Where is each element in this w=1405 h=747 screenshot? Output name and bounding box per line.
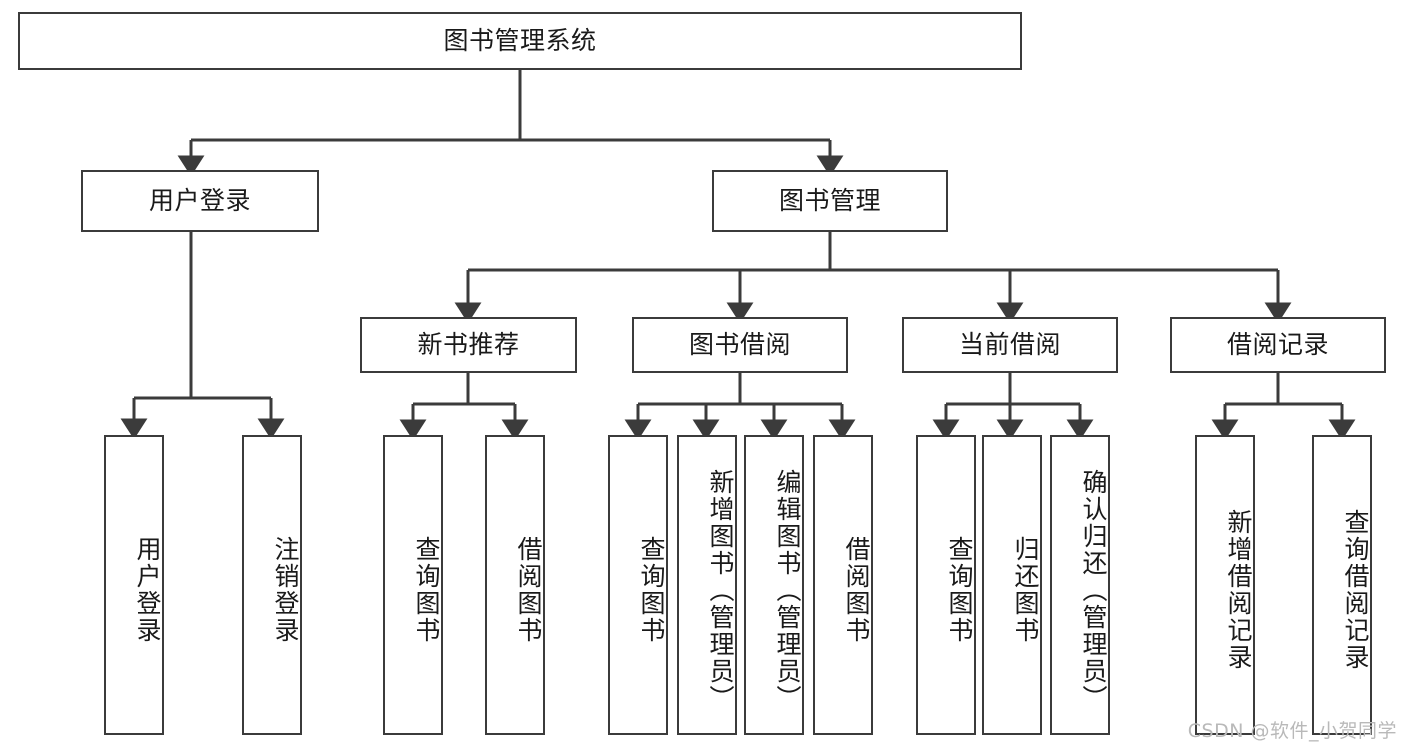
node-label: 查询图书 [412,536,441,644]
node-leaf-edit-book[interactable]: 编辑图书（管理员） [744,435,804,735]
edges-newbook-to-leaves [399,373,529,441]
node-leaf-query-borrow-record[interactable]: 查询借阅记录 [1312,435,1372,735]
node-label: 归还图书 [1011,536,1040,644]
edges-record-to-leaves [1211,373,1356,441]
edges-bookmgmt-to-level3 [454,232,1292,324]
node-leaf-confirm-return[interactable]: 确认归还（管理员） [1050,435,1110,735]
node-label: 注销登录 [271,536,300,644]
edges-current-to-leaves [932,373,1094,441]
node-book-management[interactable]: 图书管理 [712,170,948,232]
node-label: 确认归还（管理员） [1079,468,1108,712]
node-leaf-borrow-book-recommend[interactable]: 借阅图书 [485,435,545,735]
node-label: 编辑图书（管理员） [773,468,802,712]
node-leaf-logout[interactable]: 注销登录 [242,435,302,735]
node-label: 查询图书 [945,536,974,644]
node-label: 查询图书 [637,536,666,644]
node-label: 借阅图书 [842,536,871,644]
node-label: 当前借阅 [958,330,1061,360]
node-borrow-record[interactable]: 借阅记录 [1170,317,1386,373]
node-label: 图书管理系统 [443,26,597,56]
node-leaf-query-book-current[interactable]: 查询图书 [916,435,976,735]
node-leaf-add-book[interactable]: 新增图书（管理员） [677,435,737,735]
edges-root-to-level2 [177,70,844,177]
node-root-system[interactable]: 图书管理系统 [18,12,1022,70]
node-label: 借阅记录 [1226,330,1329,360]
node-label: 新书推荐 [417,330,520,360]
node-label: 图书管理 [778,186,881,216]
node-label: 新增借阅记录 [1224,509,1253,671]
node-leaf-query-book-borrow[interactable]: 查询图书 [608,435,668,735]
node-leaf-query-book-recommend[interactable]: 查询图书 [383,435,443,735]
node-user-login[interactable]: 用户登录 [81,170,319,232]
node-label: 用户登录 [133,536,162,644]
node-leaf-add-borrow-record[interactable]: 新增借阅记录 [1195,435,1255,735]
node-label: 借阅图书 [514,536,543,644]
node-label: 图书借阅 [688,330,791,360]
node-label: 新增图书（管理员） [706,468,735,712]
node-leaf-borrow-book-borrow[interactable]: 借阅图书 [813,435,873,735]
node-book-borrow[interactable]: 图书借阅 [632,317,848,373]
node-leaf-user-login[interactable]: 用户登录 [104,435,164,735]
node-label: 查询借阅记录 [1341,509,1370,671]
node-leaf-return-book[interactable]: 归还图书 [982,435,1042,735]
edges-borrow-to-leaves [624,373,856,441]
node-label: 用户登录 [148,186,251,216]
watermark-text: CSDN @软件_小贺同学 [1187,720,1397,742]
node-current-borrow[interactable]: 当前借阅 [902,317,1118,373]
edges-login-to-leaves [120,232,285,440]
node-new-book-recommend[interactable]: 新书推荐 [360,317,577,373]
